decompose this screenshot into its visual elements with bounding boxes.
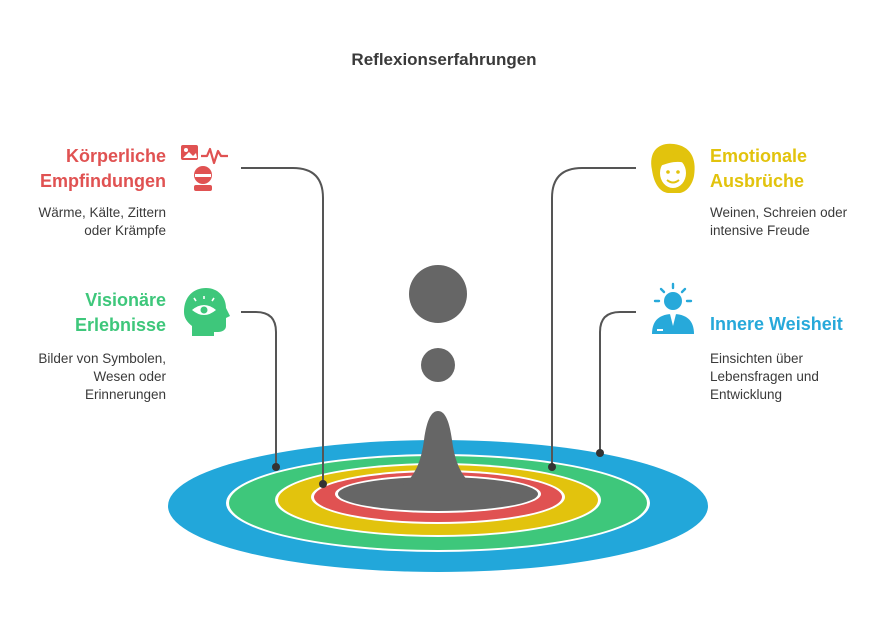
emotional-heading-line1: Emotionale xyxy=(710,146,808,166)
emotional-heading-line2: Ausbrüche xyxy=(710,171,805,191)
visionary-heading-line2: Erlebnisse xyxy=(74,315,166,335)
visionary-desc-line1: Bilder von Symbolen, xyxy=(38,351,166,366)
splash-column xyxy=(368,411,508,499)
wisdom-description: Einsichten über Lebensfragen und Entwick… xyxy=(710,350,819,404)
wisdom-heading: Innere Weisheit xyxy=(710,312,843,337)
physical-heading-line1: Körperliche xyxy=(65,146,166,166)
diagram-title: Reflexionserfahrungen xyxy=(351,50,537,69)
emotional-desc-line2: intensive Freude xyxy=(710,223,810,238)
body-sensation-icon xyxy=(181,145,228,191)
physical-desc-line1: Wärme, Kälte, Zittern xyxy=(38,205,166,220)
eye-head-icon xyxy=(184,288,230,336)
physical-heading: Körperliche Empfindungen xyxy=(40,144,166,194)
visionary-desc-line2: Wesen oder xyxy=(93,369,166,384)
physical-desc-line2: oder Krämpfe xyxy=(84,223,166,238)
emotional-description: Weinen, Schreien oder intensive Freude xyxy=(710,204,847,240)
visionary-description: Bilder von Symbolen, Wesen oder Erinneru… xyxy=(38,350,166,404)
connector-emotional-dot xyxy=(548,463,556,471)
connector-visionary-dot xyxy=(272,463,280,471)
connector-physical-dot xyxy=(319,480,327,488)
visionary-heading-line1: Visionäre xyxy=(85,290,166,310)
wisdom-desc-line3: Entwicklung xyxy=(710,387,783,402)
emotional-face-icon xyxy=(651,143,695,193)
droplet-large xyxy=(409,265,467,323)
droplet-small xyxy=(421,348,455,382)
wisdom-heading-text: Innere Weisheit xyxy=(710,314,843,334)
emotional-desc-line1: Weinen, Schreien oder xyxy=(710,205,848,220)
connector-wisdom-dot xyxy=(596,449,604,457)
connector-visionary xyxy=(241,311,277,467)
physical-description: Wärme, Kälte, Zittern oder Krämpfe xyxy=(38,204,166,240)
connector-physical xyxy=(241,167,324,484)
visionary-desc-line3: Erinnerungen xyxy=(84,387,166,402)
visionary-heading: Visionäre Erlebnisse xyxy=(75,288,166,338)
wisdom-desc-line2: Lebensfragen und xyxy=(710,369,819,384)
physical-heading-line2: Empfindungen xyxy=(40,171,166,191)
connector-wisdom xyxy=(599,311,636,453)
emotional-heading: Emotionale Ausbrüche xyxy=(710,144,807,194)
enlightened-person-icon xyxy=(652,282,694,334)
connector-emotional xyxy=(551,167,636,467)
wisdom-desc-line1: Einsichten über xyxy=(710,351,804,366)
